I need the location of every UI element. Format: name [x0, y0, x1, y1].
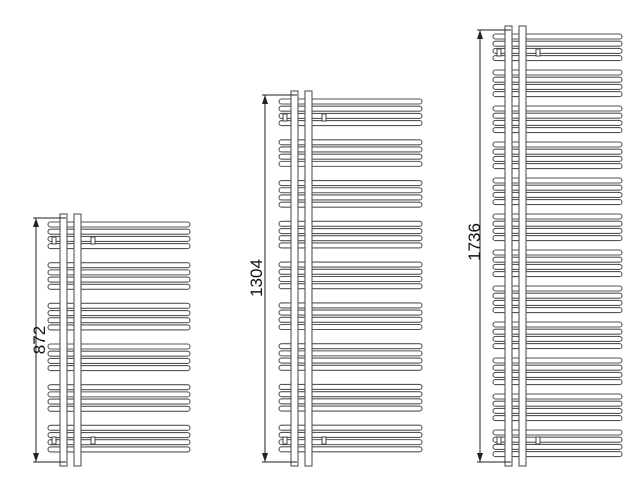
radiator-2-post-right: [518, 25, 527, 467]
radiator-0-bar: [47, 309, 191, 317]
radiator-0-bar: [47, 398, 191, 405]
height-label-1736: 1736: [465, 223, 484, 261]
radiator-0-post-right: [73, 213, 82, 467]
radiator-1-bar: [278, 153, 423, 160]
radiator-1-bar: [278, 302, 423, 309]
radiator-1-bracket: [282, 436, 288, 445]
radiator-1-bar: [278, 98, 423, 105]
radiator-0-bar: [47, 302, 191, 309]
radiator-1-bar: [278, 146, 423, 153]
radiator-1-bar: [278, 261, 423, 268]
radiator-1-bar: [278, 283, 423, 290]
radiator-0-bracket: [51, 436, 57, 445]
radiator-0-bar: [47, 439, 191, 446]
radiator-1-bar: [278, 235, 423, 242]
radiator-0-bar: [47, 221, 191, 228]
radiator-1-bar: [278, 383, 423, 390]
radiator-0-bar: [47, 283, 191, 290]
radiator-0-bar: [47, 446, 191, 453]
radiator-1-bar: [278, 316, 423, 323]
radiator-1-bar: [278, 120, 423, 127]
radiator-1-bar: [278, 160, 423, 167]
radiator-1-bracket: [321, 113, 327, 122]
radiator-1-bar: [278, 201, 423, 208]
radiator-0-bar: [47, 343, 191, 350]
radiator-1-bar: [278, 350, 423, 357]
radiator-1-bar: [278, 242, 423, 249]
radiator-1-bar: [278, 194, 423, 201]
radiator-2-arrow-up: [477, 30, 483, 39]
radiator-1-bar: [278, 424, 423, 431]
radiator-0-bar: [47, 350, 191, 357]
radiator-1-bar: [278, 309, 423, 316]
radiator-1-post-right: [304, 90, 313, 467]
radiator-0-bracket: [90, 236, 96, 245]
radiator-1-arrow-up: [262, 95, 268, 104]
radiator-1-bar: [278, 405, 423, 412]
radiator-0-bar: [47, 276, 191, 283]
radiator-1-bar: [278, 398, 423, 405]
radiator-1-bar: [278, 268, 423, 275]
radiator-1-bar: [278, 105, 423, 112]
radiator-0-bar: [47, 357, 191, 364]
radiator-1-bar: [278, 139, 423, 146]
radiator-2-bracket: [535, 48, 541, 57]
radiator-1-bar: [278, 227, 423, 235]
radiator-0-bracket: [51, 236, 57, 245]
radiator-2-bracket: [496, 436, 502, 445]
radiator-0-bar: [47, 317, 191, 324]
radiator-1-bar: [278, 391, 423, 398]
radiator-0-bar: [47, 262, 191, 269]
radiator-1-bracket: [321, 436, 327, 445]
radiator-0-arrow-down: [33, 453, 39, 462]
radiator-2-bracket: [535, 436, 541, 445]
radiator-0-bar: [47, 235, 191, 242]
radiator-2-post-left: [504, 25, 513, 467]
radiator-1-bracket: [282, 113, 288, 122]
radiator-1-bar: [278, 446, 423, 453]
radiator-1-post-left: [290, 90, 299, 467]
height-label-872: 872: [30, 325, 49, 355]
radiator-2-bracket: [496, 48, 502, 57]
radiator-1-bar: [278, 323, 423, 331]
radiator-0-bar: [47, 391, 191, 398]
radiator-1-bar: [278, 431, 423, 438]
radiator-1-bar: [278, 275, 423, 283]
radiator-1-arrow-down: [262, 453, 268, 462]
radiator-1-bar: [278, 364, 423, 371]
height-label-1304: 1304: [247, 259, 266, 297]
radiator-1-bar: [278, 439, 423, 446]
radiator-0-arrow-up: [33, 218, 39, 227]
radiator-0-bar: [47, 405, 191, 412]
radiator-0-bar: [47, 269, 191, 276]
radiator-1-bar: [278, 343, 423, 350]
radiator-1-bar: [278, 112, 423, 119]
radiator-1-bar: [278, 220, 423, 227]
radiator-0-bracket: [90, 436, 96, 445]
radiator-0-bar: [47, 431, 191, 439]
radiator-0-bar: [47, 365, 191, 372]
radiator-1-bar: [278, 187, 423, 194]
radiator-1-bar: [278, 357, 423, 364]
radiator-0-bar: [47, 243, 191, 250]
radiator-1-bar: [278, 180, 423, 187]
radiator-0-bar: [47, 324, 191, 331]
radiator-0-post-left: [59, 213, 68, 467]
radiator-0-bar: [47, 424, 191, 431]
radiator-0-bar: [47, 228, 191, 235]
radiator-2-arrow-down: [477, 453, 483, 462]
radiator-0-bar: [47, 384, 191, 391]
